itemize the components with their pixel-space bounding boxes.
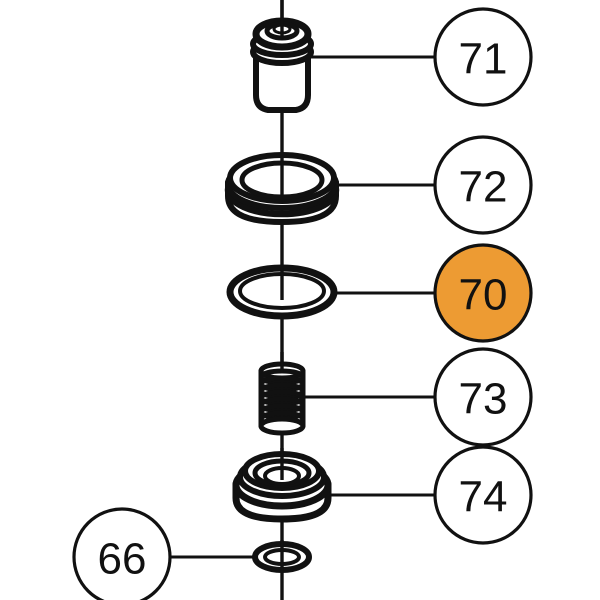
callout-70-circle[interactable]	[433, 243, 533, 343]
callout-73-label: 73	[459, 375, 508, 424]
callout-66-circle[interactable]	[72, 507, 172, 600]
callout-70[interactable]: 70	[433, 243, 533, 343]
part-coil-spring	[258, 352, 306, 436]
part-small-washer	[252, 540, 312, 573]
part-valve-plunger	[250, 0, 314, 113]
callout-72[interactable]: 72	[433, 135, 533, 235]
callout-74-circle[interactable]	[433, 445, 533, 545]
leader-lines	[168, 55, 437, 559]
part-thick-seal-ring	[224, 152, 340, 225]
callout-70-label: 70	[459, 271, 508, 320]
part-o-ring	[226, 264, 338, 320]
callout-73[interactable]: 73	[433, 347, 533, 447]
callout-74-label: 74	[459, 473, 508, 522]
callout-73-circle[interactable]	[433, 347, 533, 447]
callout-66[interactable]: 66	[72, 507, 172, 600]
callout-71[interactable]: 71	[433, 7, 533, 107]
callout-71-circle[interactable]	[433, 7, 533, 107]
callout-72-label: 72	[459, 163, 508, 212]
callout-74[interactable]: 74	[433, 445, 533, 545]
callout-71-label: 71	[459, 35, 508, 84]
callout-66-label: 66	[98, 535, 147, 584]
part-cup-seal-seat	[232, 448, 332, 523]
callout-72-circle[interactable]	[433, 135, 533, 235]
